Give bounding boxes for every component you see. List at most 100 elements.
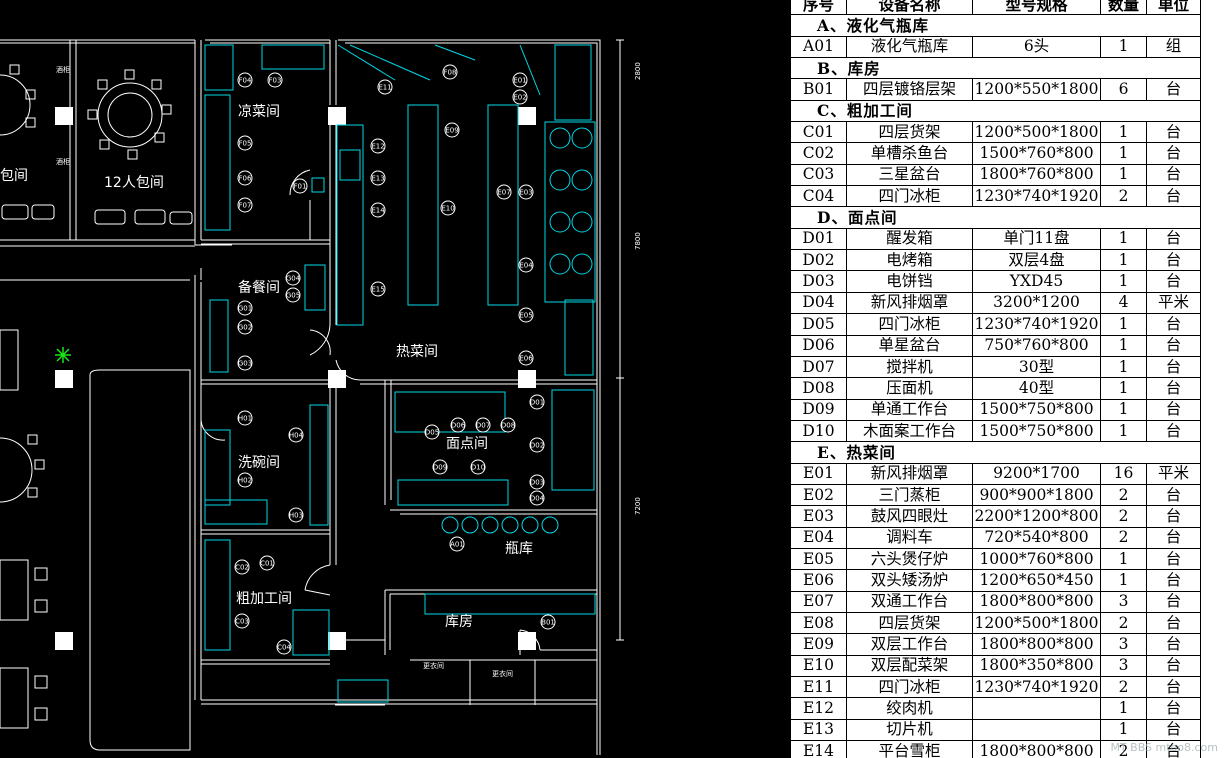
equipment-tag-bubble	[500, 417, 516, 433]
room-label-locker-1[interactable]: 更衣间	[423, 661, 444, 670]
equipment-tag-label[interactable]: A01	[450, 541, 464, 549]
room-label-locker-2[interactable]: 更衣间	[492, 669, 513, 678]
room-label-dishwash[interactable]: 洗碗间	[238, 455, 280, 471]
equipment-tag-label[interactable]: D03	[530, 479, 544, 487]
room-label-storeroom[interactable]: 库房	[445, 614, 473, 630]
equipment-tag-label[interactable]: E14	[371, 207, 385, 215]
equipment-tag-label[interactable]: D08	[501, 422, 515, 430]
equipment-tag-label[interactable]: E02	[513, 94, 526, 102]
equipment-tag-label[interactable]: F08	[444, 69, 457, 77]
room-label-hot-kitchen[interactable]: 热菜间	[396, 344, 438, 360]
equipment-tag-label[interactable]: D06	[451, 422, 466, 430]
equipment-tag-label[interactable]: C01	[260, 560, 274, 568]
equipment-tag-label[interactable]: E09	[445, 127, 458, 135]
equipment-tag-label[interactable]: C04	[277, 644, 291, 652]
equipment-tag-label[interactable]: E12	[371, 143, 384, 151]
equipment-tag-label[interactable]: H03	[289, 512, 303, 520]
equipment-tag-label[interactable]: D10	[471, 464, 485, 472]
cell-name: 双层配菜架	[846, 654, 973, 678]
equipment-tag-label[interactable]: F06	[239, 175, 252, 183]
equipment-tag-label[interactable]: B01	[541, 619, 555, 627]
equipment-tag-bubble	[237, 72, 253, 88]
equipment-tag-label[interactable]: E03	[519, 189, 532, 197]
equipment-tag-label[interactable]: F05	[239, 140, 252, 148]
equipment-tag-label[interactable]: G01	[238, 305, 252, 313]
room-label-rough-prep[interactable]: 粗加工间	[236, 591, 292, 607]
room-label-prep[interactable]: 备餐间	[238, 279, 280, 296]
dim-label: 7800	[634, 232, 642, 250]
room-label-pastry[interactable]: 面点间	[446, 436, 488, 452]
floor-plan-drawing[interactable]: 2800 7800 7200	[0, 0, 790, 758]
floor-plan-svg[interactable]: 2800 7800 7200	[0, 0, 790, 758]
equipment-tag-label[interactable]: E07	[497, 189, 510, 197]
equipment-tag-label[interactable]: D07	[476, 422, 490, 430]
room-label-12-private-room[interactable]: 12人包间	[104, 175, 164, 191]
room-label-gas-store[interactable]: 瓶库	[505, 541, 533, 557]
equipment-tag-label[interactable]: D02	[530, 442, 544, 450]
equipment-tag-label[interactable]: E01	[513, 77, 526, 85]
equipment-tag-label[interactable]: G02	[238, 324, 252, 332]
equipment-tag-label[interactable]: E15	[371, 286, 384, 294]
equipment-tag-label[interactable]: H02	[238, 477, 252, 485]
equipment-tag-label[interactable]: H04	[289, 432, 304, 440]
equipment-tag-label[interactable]: H01	[238, 415, 252, 423]
equipment-tag-label[interactable]: F04	[239, 77, 252, 85]
equipment-tag-label[interactable]: F01	[294, 183, 307, 191]
chair	[34, 707, 48, 721]
equipment-tag-label[interactable]: C03	[235, 618, 249, 626]
header-unit: 单位	[1146, 0, 1201, 16]
equipment-tag-label[interactable]: D04	[530, 495, 545, 503]
equipment-tag-label[interactable]: E13	[371, 175, 384, 183]
equipment-tag-label[interactable]: D09	[433, 464, 447, 472]
cell-name: 新风排烟罩	[846, 462, 973, 485]
round-table	[97, 82, 163, 148]
equipment-tag-label[interactable]: E10	[441, 205, 454, 213]
equipment-tag-label[interactable]: E04	[519, 262, 533, 270]
equipment-tag-label[interactable]: G05	[286, 292, 300, 300]
equipment-tag-label[interactable]: D05	[425, 429, 439, 437]
equipment-tag-label[interactable]: C02	[235, 564, 249, 572]
equipment-tag-label[interactable]: E11	[378, 84, 391, 92]
equipment-tag-label[interactable]: E06	[519, 355, 533, 363]
equipment-tag-label[interactable]: F03	[269, 77, 282, 85]
room-label-cold-dish[interactable]: 凉菜间	[238, 104, 280, 120]
equipment-tag-label[interactable]: G04	[286, 275, 301, 283]
equipment-tag-label[interactable]: E05	[519, 312, 532, 320]
equipment-tag-label[interactable]: D01	[530, 399, 544, 407]
equipment-tag-label[interactable]: F07	[239, 202, 252, 210]
dining-furniture	[0, 74, 193, 729]
equipment-tag-label[interactable]: G03	[238, 360, 252, 368]
room-label-private-room[interactable]: 包间	[0, 168, 28, 184]
